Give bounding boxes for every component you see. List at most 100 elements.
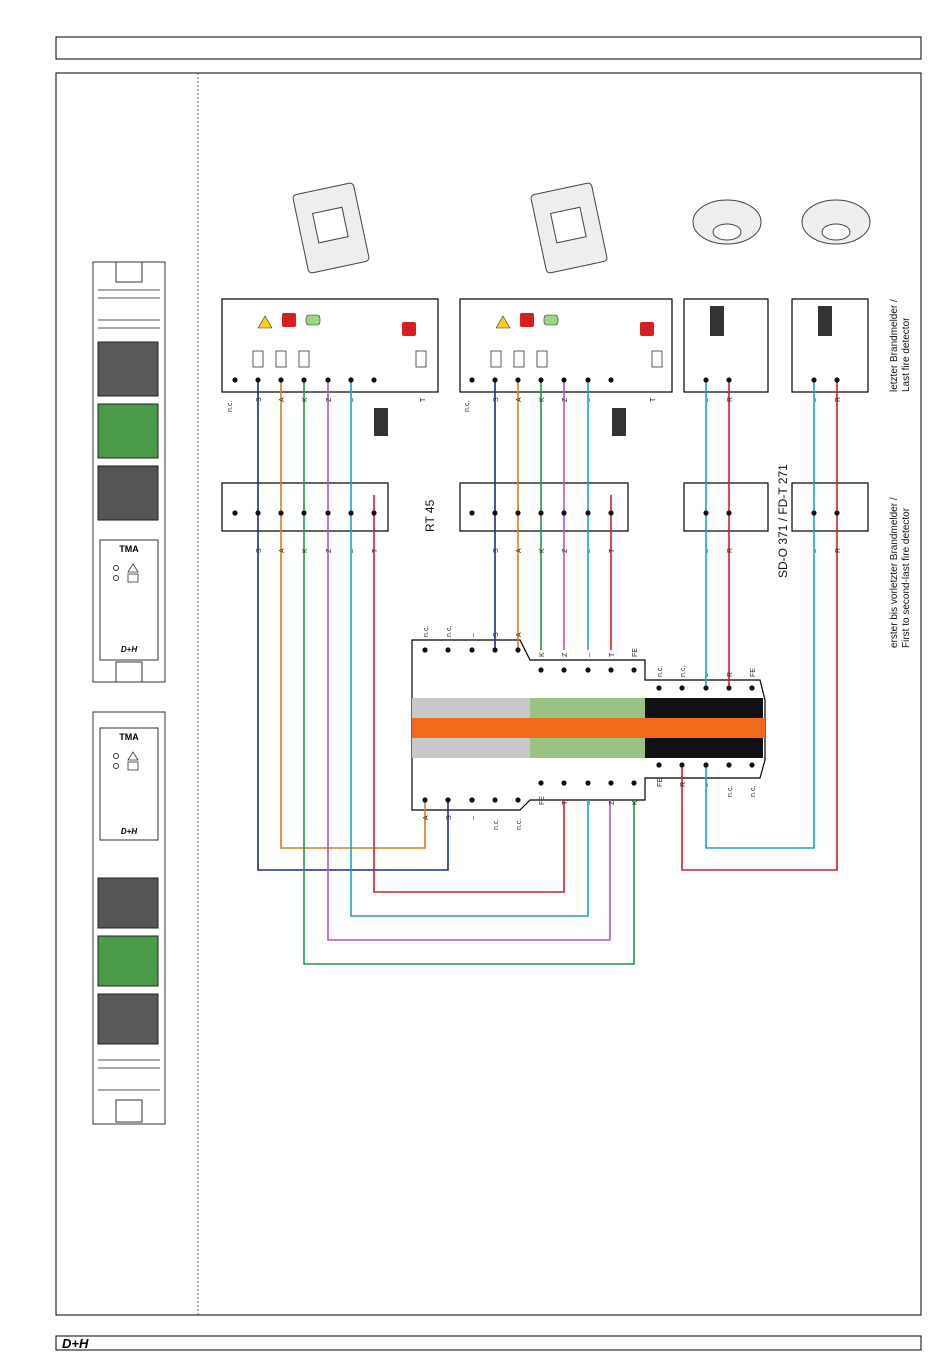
term-label: – <box>349 398 356 402</box>
term-label: – <box>704 398 711 402</box>
term-label: S <box>256 548 263 553</box>
module-label-bottom: TMA <box>119 732 139 742</box>
term-label: – <box>470 816 477 820</box>
status-indicator-icon <box>543 314 559 326</box>
term-label: – <box>586 398 593 402</box>
term-label: K <box>539 397 546 402</box>
fire-alarm-icon <box>282 313 296 327</box>
term-label: n.c. <box>423 626 430 637</box>
term-label: S <box>446 815 453 820</box>
detector-terminal-box-1 <box>683 482 769 532</box>
terminal-block-dark-top <box>97 341 159 397</box>
rt45-panel-1 <box>221 298 439 393</box>
term-label: K <box>539 652 546 657</box>
term-label: – <box>470 633 477 637</box>
rt45-terminal-box-1 <box>221 482 389 532</box>
term-label: K <box>539 548 546 553</box>
term-label: S <box>493 397 500 402</box>
gray-band <box>412 738 530 758</box>
wire-det2-R <box>681 380 838 871</box>
term-label: n.c. <box>464 401 471 412</box>
rt45-panel-2 <box>459 298 673 393</box>
term-label: R <box>835 397 842 402</box>
module-label-top: TMA <box>119 544 139 554</box>
term-label: n.c. <box>227 401 234 412</box>
terminal-labels: n.c. S A K Z – T n.c. S A K Z – T – R – … <box>227 397 842 830</box>
panel-components <box>252 350 663 368</box>
term-label: FE <box>750 668 757 677</box>
wire-det2-minus <box>705 380 815 849</box>
module-logo-bottom: D+H <box>121 827 137 836</box>
term-label: n.c. <box>516 819 523 830</box>
term-label: Z <box>326 397 333 402</box>
term-label: T <box>372 548 379 553</box>
term-label: T <box>420 397 427 402</box>
term-label: n.c. <box>727 786 734 797</box>
detector-base-1 <box>683 298 769 393</box>
term-label: – <box>586 549 593 553</box>
term-label: A <box>279 397 286 402</box>
wires <box>257 380 838 965</box>
smoke-detector-icon-1 <box>692 199 762 245</box>
terminal-block-green-top <box>97 403 159 459</box>
warning-triangle-icon <box>127 751 139 761</box>
term-label: K <box>632 800 639 805</box>
module-face-top <box>99 539 159 661</box>
detector-resistor-icon <box>710 306 724 336</box>
rt45-terminal-box-2 <box>459 482 629 532</box>
warning-triangle-icon <box>257 315 273 329</box>
last-detector-label-de: letzter Brandmelder / <box>889 299 900 392</box>
status-led-icon <box>113 565 119 571</box>
main-frame <box>55 72 922 1316</box>
last-detector-label-en: Last fire detector <box>901 317 912 392</box>
term-label: n.c. <box>750 786 757 797</box>
terminal-block-black-bottom <box>97 877 159 929</box>
term-label: – <box>586 653 593 657</box>
term-label: T <box>609 652 616 657</box>
terminal-block-black-top <box>97 465 159 521</box>
green-band <box>530 698 645 718</box>
status-indicator-icon <box>305 314 321 326</box>
term-label: – <box>812 549 819 553</box>
term-label: R <box>680 782 687 787</box>
rt45-device-icon-2 <box>530 182 608 274</box>
term-label: n.c. <box>493 819 500 830</box>
term-label: Z <box>609 800 616 805</box>
black-band <box>645 738 763 758</box>
terminal-block-dark-bottom <box>97 993 159 1045</box>
smoke-detector-icon-2 <box>801 199 871 245</box>
wire-A-1 <box>280 380 426 849</box>
term-label: – <box>586 801 593 805</box>
fire-alarm-icon <box>402 322 416 336</box>
term-label: – <box>812 398 819 402</box>
status-led-icon <box>113 575 119 581</box>
tma-module-bottom: TMA D+H <box>92 711 166 1125</box>
term-label: – <box>704 673 711 677</box>
term-label: FE <box>632 648 639 657</box>
term-label: A <box>516 397 523 402</box>
term-label: – <box>704 783 711 787</box>
fire-alarm-icon <box>127 761 139 771</box>
term-label: K <box>302 548 309 553</box>
term-label: R <box>835 548 842 553</box>
term-label: Z <box>562 548 569 553</box>
term-label: FE <box>657 778 664 787</box>
term-label: S <box>493 548 500 553</box>
tma-module-top: TMA D+H <box>92 261 166 683</box>
first-detector-label-de: erster bis vorletzter Brandmelder / <box>889 497 900 648</box>
warning-triangle-icon <box>127 563 139 573</box>
black-band <box>645 698 763 718</box>
wire-minus-1 <box>350 380 589 917</box>
term-label: – <box>704 549 711 553</box>
term-label: Z <box>562 397 569 402</box>
term-label: S <box>493 632 500 637</box>
detector-terminal-box-2 <box>791 482 869 532</box>
term-label: A <box>516 632 523 637</box>
detector-type-label: SD-O 371 / FD-T 271 <box>776 464 790 578</box>
green-band <box>530 738 645 758</box>
status-led-icon <box>113 753 119 759</box>
term-label: T <box>609 548 616 553</box>
term-label: – <box>349 549 356 553</box>
term-label: n.c. <box>657 666 664 677</box>
